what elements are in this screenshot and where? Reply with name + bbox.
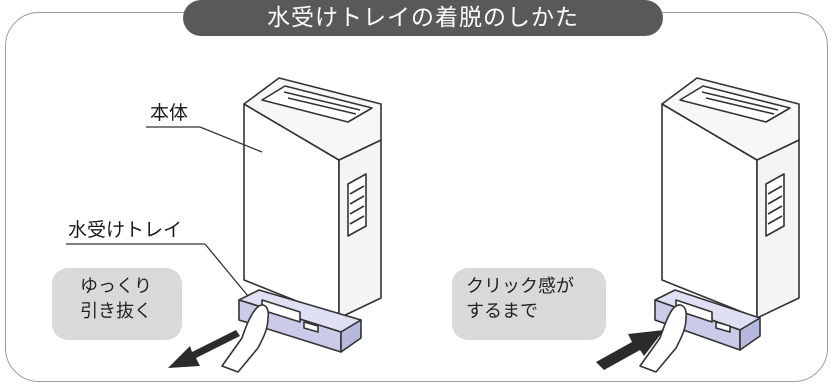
right-bubble-line2: するまで — [466, 301, 538, 322]
left-unit-grille — [347, 173, 367, 237]
left-unit — [221, 77, 382, 373]
left-instruction-bubble: ゆっくり 引き抜く — [52, 268, 182, 340]
pull-arrow — [168, 330, 240, 368]
leader-body-diag — [199, 126, 263, 153]
diagram-title: 水受けトレイの着脱のしかた — [183, 0, 663, 36]
leader-tray-diag — [204, 243, 249, 297]
push-arrow — [596, 330, 664, 370]
label-body: 本体 — [150, 102, 189, 124]
right-hand — [639, 304, 688, 373]
left-hand — [221, 304, 270, 373]
right-bubble-line1: クリック感が — [466, 276, 574, 297]
right-unit — [639, 77, 800, 373]
left-bubble-line1: ゆっくり — [80, 276, 152, 297]
right-unit-grille — [765, 173, 785, 237]
label-water-tray: 水受けトレイ — [68, 219, 183, 241]
left-bubble-line2: 引き抜く — [80, 301, 152, 322]
right-instruction-bubble: クリック感が するまで — [452, 268, 606, 340]
